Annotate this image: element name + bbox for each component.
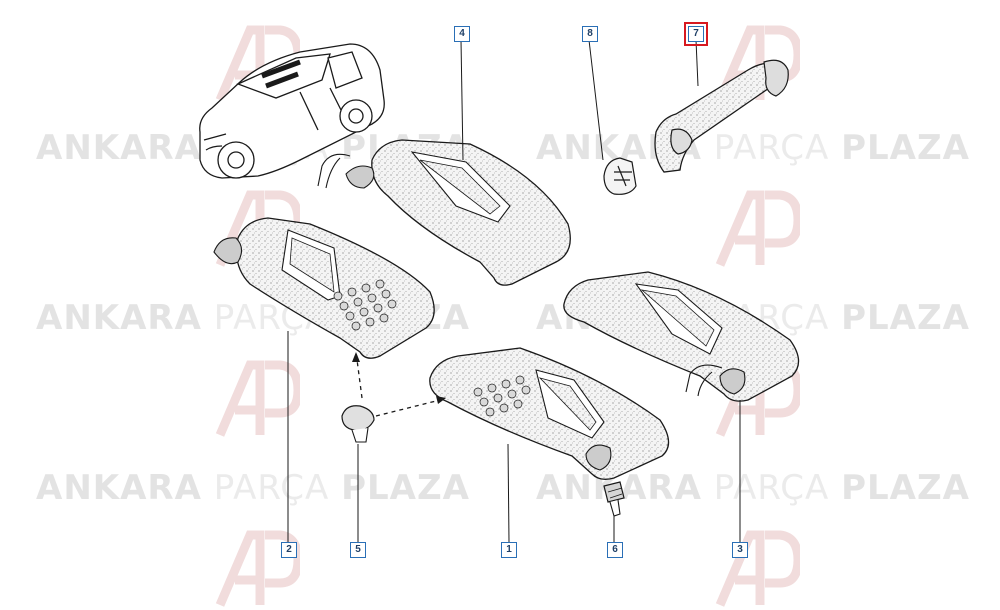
watermark-word: ANKARA	[36, 128, 202, 168]
sun-visor-part-3	[563, 271, 800, 402]
clip-part-5	[341, 351, 446, 443]
sun-visor-part-2	[213, 217, 435, 359]
callout-1: 1	[501, 542, 517, 558]
sun-visor-part-4	[317, 139, 571, 286]
callout-4: 4	[454, 26, 470, 42]
callout-5: 5	[350, 542, 366, 558]
watermark-word: PARÇA	[713, 128, 830, 168]
watermark-logo-icon	[715, 530, 800, 607]
callout-8: 8	[582, 26, 598, 42]
watermark-word: PARÇA	[213, 468, 330, 508]
watermark-word: ANKARA	[36, 298, 202, 338]
callout-7: 7	[684, 22, 708, 46]
watermark-word: PLAZA	[841, 128, 970, 168]
watermark-logo-icon	[215, 360, 300, 437]
screw-part-6	[603, 481, 625, 517]
watermark-word: PARÇA	[713, 468, 830, 508]
clip-part-8	[603, 157, 637, 195]
grab-handle-part-7	[654, 59, 789, 173]
leader-lines	[287, 39, 741, 543]
mirror-lights-icon	[473, 375, 531, 417]
mirror-lights-icon	[333, 279, 397, 331]
watermark-word: PLAZA	[341, 468, 470, 508]
watermark-logo-icon	[215, 530, 300, 607]
watermark-word: PLAZA	[841, 468, 970, 508]
callout-3: 3	[732, 542, 748, 558]
car-icon	[199, 43, 385, 179]
callout-6: 6	[607, 542, 623, 558]
callout-2: 2	[281, 542, 297, 558]
watermark-logo-icon	[715, 190, 800, 267]
watermark-text: ANKARA PARÇA PLAZA	[36, 468, 470, 508]
sun-visor-part-1	[429, 347, 670, 480]
watermark-word: ANKARA	[36, 468, 202, 508]
watermark-word: PLAZA	[841, 298, 970, 338]
